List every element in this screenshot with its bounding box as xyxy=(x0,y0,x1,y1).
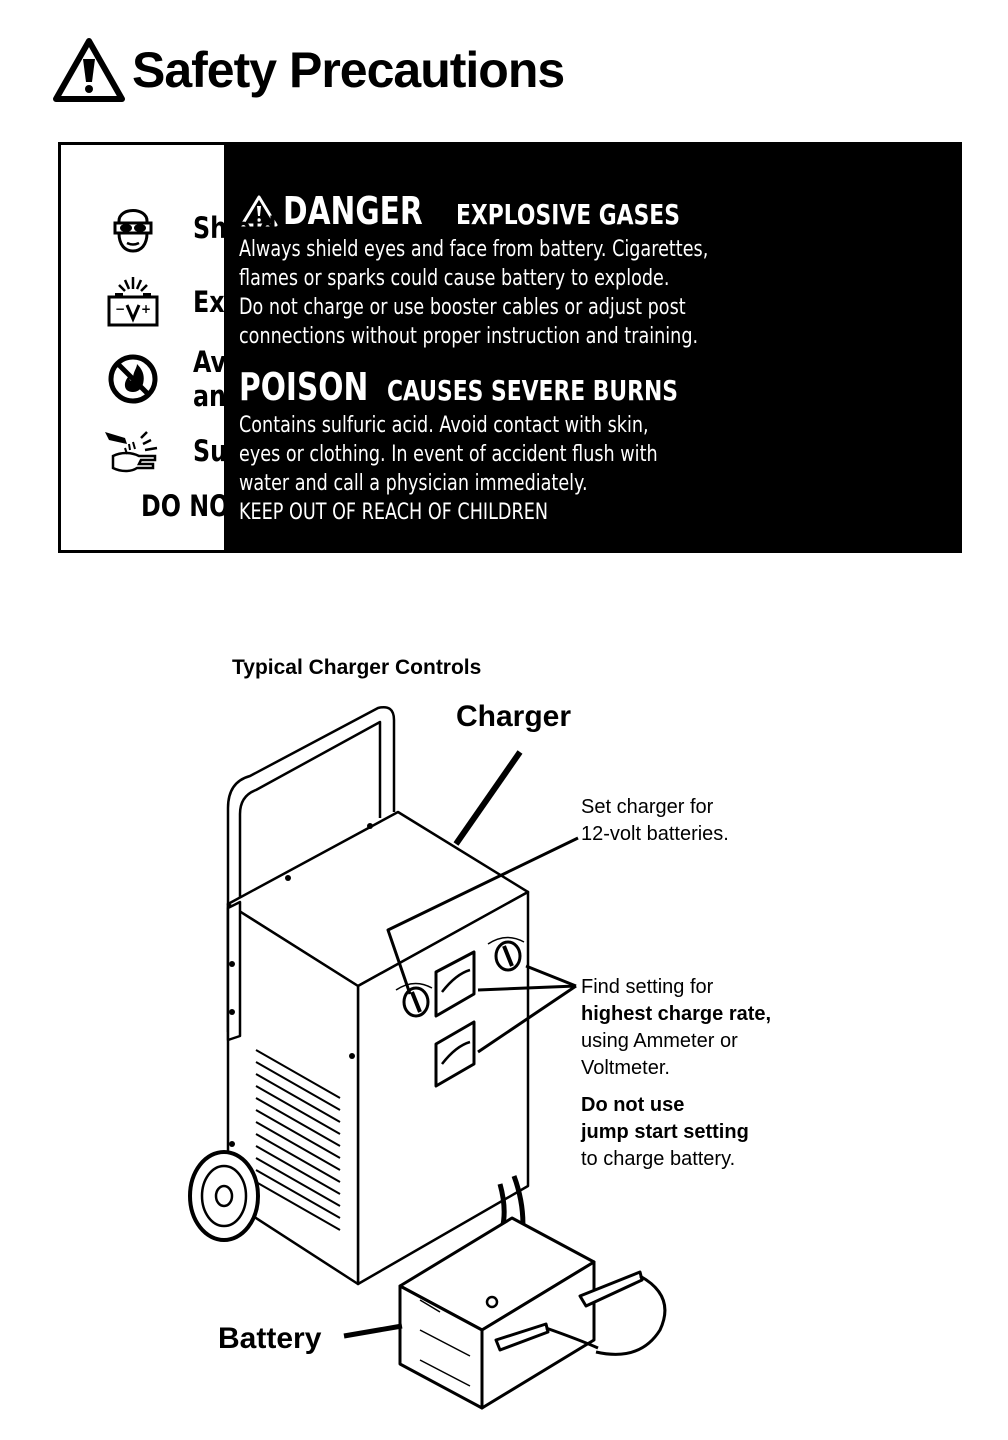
keep-out-line: KEEP OUT OF REACH OF CHILDREN xyxy=(239,500,548,525)
exploding-battery-icon: − + xyxy=(107,277,159,327)
note-line: Voltmeter. xyxy=(581,1057,670,1079)
poison-subheading: CAUSES SEVERE BURNS xyxy=(386,374,678,407)
diagram-title: Typical Charger Controls xyxy=(232,656,482,679)
note-line: to charge battery. xyxy=(581,1148,736,1170)
note-line: highest charge rate, xyxy=(581,1003,772,1025)
note-jump-start: Do not use jump start setting to charge … xyxy=(581,1092,749,1173)
leader-line-set xyxy=(386,836,579,995)
svg-text:+: + xyxy=(141,302,151,316)
danger-text-column: DANGER EXPLOSIVE GASES Always shield eye… xyxy=(224,145,959,550)
ammeter-gauge xyxy=(434,950,476,1018)
poison-text: Contains sulfuric acid. Avoid contact wi… xyxy=(239,411,815,527)
poison-word: POISON xyxy=(239,365,369,409)
battery-label: Battery xyxy=(218,1322,322,1355)
hazard-explosive-gas: − + Explosive Gas xyxy=(103,273,419,331)
note-set-charger: Set charger for 12-volt batteries. xyxy=(581,794,729,848)
page-title: Safety Precautions xyxy=(132,42,565,98)
voltmeter-gauge xyxy=(434,1020,476,1088)
poison-line: water and call a physician immediately. xyxy=(239,471,588,496)
warning-triangle-icon xyxy=(53,38,125,102)
warning-label: Shield Eyes − + Explosive Gas Avoid Spar… xyxy=(58,142,962,553)
warning-triangle-icon xyxy=(240,195,278,227)
note-line: using Ammeter or xyxy=(581,1030,738,1052)
hazard-shield-eyes: Shield Eyes xyxy=(103,199,381,257)
danger-text: Always shield eyes and face from battery… xyxy=(239,235,815,351)
page-header: Safety Precautions xyxy=(52,34,565,106)
side-vents xyxy=(255,1049,341,1231)
no-flame-icon xyxy=(108,354,158,404)
leader-line-find xyxy=(477,964,577,1054)
poison-heading: POISON CAUSES SEVERE BURNS xyxy=(239,365,959,409)
leader-line-charger xyxy=(453,750,523,846)
danger-line: Always shield eyes and face from battery… xyxy=(239,237,709,262)
danger-line: flames or sparks could cause battery to … xyxy=(239,266,670,291)
charger-label: Charger xyxy=(456,700,572,733)
charger-handle xyxy=(226,706,396,1032)
selector-knob-right xyxy=(487,936,525,972)
note-line: 12-volt batteries. xyxy=(581,823,729,845)
hazard-label: and Flame xyxy=(193,379,333,413)
poison-line: eyes or clothing. In event of accident f… xyxy=(239,442,658,467)
note-find-setting: Find setting for highest charge rate, us… xyxy=(581,974,771,1082)
danger-subheading: EXPLOSIVE GASES xyxy=(456,198,681,231)
selector-knob-left xyxy=(395,982,433,1018)
danger-line: connections without proper instruction a… xyxy=(239,324,699,349)
hazard-pictogram-column: Shield Eyes − + Explosive Gas Avoid Spar… xyxy=(61,145,378,550)
poison-line: Contains sulfuric acid. Avoid contact wi… xyxy=(239,413,649,438)
hazard-label-group: Avoid Sparks and Flame xyxy=(193,345,406,413)
svg-text:−: − xyxy=(115,302,125,316)
hazard-label: Shield Eyes xyxy=(193,211,347,245)
hazard-sulfuric-acid: Sulfuric Acid xyxy=(103,422,400,480)
danger-line: Do not charge or use booster cables or a… xyxy=(239,295,686,320)
hazard-label: Avoid Sparks xyxy=(193,345,368,379)
leader-line-battery xyxy=(343,1323,403,1339)
hazard-label: Sulfuric Acid xyxy=(193,434,363,468)
danger-word: DANGER xyxy=(283,189,423,233)
battery-unit xyxy=(398,1216,596,1410)
battery-clamps xyxy=(494,1270,667,1356)
acid-hand-icon xyxy=(105,431,158,473)
goggles-face-icon xyxy=(113,209,153,253)
note-line: Find setting for xyxy=(581,976,714,998)
note-line: Set charger for xyxy=(581,796,714,818)
hazard-label: Explosive Gas xyxy=(193,285,379,319)
do-not-tip-label: DO NOT TIP xyxy=(141,489,297,523)
note-line: Do not use xyxy=(581,1094,685,1116)
danger-heading: DANGER EXPLOSIVE GASES xyxy=(239,189,959,233)
hazard-avoid-sparks: Avoid Sparks and Flame xyxy=(103,345,406,413)
note-line: jump start setting xyxy=(581,1121,749,1143)
